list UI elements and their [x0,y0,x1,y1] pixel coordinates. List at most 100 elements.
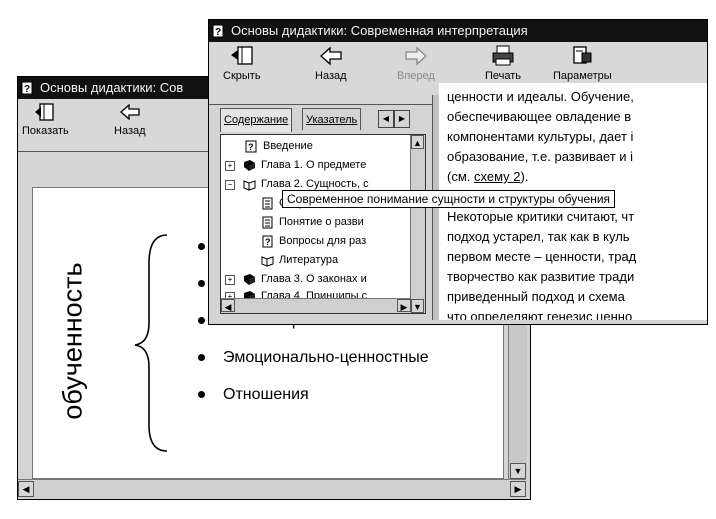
tab-scroll-right-button[interactable]: ▶ [394,110,410,128]
tree-horizontal-scrollbar[interactable]: ◀ ▶ [221,298,411,313]
tab-index[interactable]: Указатель [302,108,362,130]
svg-text:?: ? [248,142,254,152]
forward-arrow-icon [405,46,427,66]
options-label: Параметры [553,70,612,82]
tree-item-label: Вопросы для раз [279,235,367,247]
options-button[interactable]: Параметры [553,44,612,82]
back-window-title: Основы дидактики: Сов [40,80,184,95]
tab-contents[interactable]: Содержание [220,108,293,132]
see-suffix: ). [520,169,529,184]
tree-item-label: Глава 2. Сущность, с [261,178,369,190]
options-icon [573,46,592,64]
collapse-icon[interactable]: − [225,180,235,190]
tree-item-label: Литература [279,254,339,266]
tree-item-tooltip: Современное понимание сущности и структу… [282,190,616,208]
tree-item[interactable]: ? Вопросы для раз [221,232,411,251]
list-item: Эмоционально-ценностные [191,339,429,376]
svg-text:?: ? [265,237,271,247]
show-label: Показать [22,125,69,137]
back-arrow-icon [319,46,342,66]
open-book-icon [261,256,274,267]
show-button[interactable]: Показать [22,101,69,137]
scroll-left-button[interactable]: ◀ [18,481,34,497]
curly-brace [134,234,168,452]
bullet-dot [198,243,205,250]
text-line: компонентами культуры, дает і [447,129,634,144]
tree-item[interactable]: Понятие о разви [221,213,411,232]
back-nav-button[interactable]: Назад [315,44,347,82]
tree-item-label: Глава 1. О предмете [261,159,367,171]
scroll-left-button[interactable]: ◀ [221,299,235,312]
text-line-with-link: (см. схему 2). [447,169,528,184]
hide-icon [230,46,253,65]
contents-tree: ? Введение + Глава 1. О предмете − Глава… [220,134,426,314]
back-horizontal-scrollbar[interactable]: ◀ ▶ [18,479,526,498]
forward-button[interactable]: Вперед [397,44,435,82]
tree-item-label: Понятие о разви [279,216,364,228]
navigation-pane: Содержание Указатель ◀ ▶ ? Введение + [216,108,430,320]
text-line: что определяют генезис ценно [447,309,633,320]
bullet-dot [198,354,205,361]
bullet-text: Отношения [223,386,309,403]
closed-book-icon [244,160,255,171]
text-line: первом месте – ценности, трад [447,249,637,264]
list-item: Отношения [191,376,429,413]
bullet-dot [198,391,205,398]
text-line: подход устарел, так как в куль [447,229,630,244]
front-window-titlebar[interactable]: ? Основы дидактики: Современная интерпре… [209,20,707,42]
svg-text:?: ? [24,84,30,95]
tree-item[interactable]: + Глава 1. О предмете [221,156,411,175]
tree-item-label: Глава 3. О законах и [261,273,367,285]
back-nav-button[interactable]: Назад [114,101,146,137]
see-prefix: (см. [447,169,474,184]
printer-icon [492,45,514,66]
text-line: Некоторые критики считают, чт [447,209,635,224]
list-item [191,265,429,302]
forward-label: Вперед [397,70,435,82]
svg-text:?: ? [215,27,221,38]
help-book-icon: ? [21,81,33,95]
print-label: Печать [485,70,522,82]
tree-item[interactable]: + Глава 3. О законах и [221,270,411,289]
expand-icon[interactable]: + [225,161,235,171]
list-item [191,228,429,265]
text-line: приведенный подход и схема [447,289,625,304]
expand-icon[interactable]: + [225,275,235,285]
text-line: ценности и идеалы. Обучение, [447,89,634,104]
help-topic-icon: ? [245,140,257,153]
tab-index-label: Указатель [306,114,358,126]
tree-item-label: Введение [263,140,313,152]
back-nav-label: Назад [114,125,146,137]
open-book-icon [243,180,256,191]
hide-label: Скрыть [223,70,261,82]
text-line: образование, т.е. развивает и і [447,149,634,164]
scroll-down-button[interactable]: ▼ [411,299,424,313]
show-icon [35,103,55,121]
tree-item[interactable]: − Глава 2. Сущность, с [221,175,411,194]
bullet-text: Эмоционально-ценностные [223,349,429,366]
tree-item[interactable]: ? Введение [221,137,411,156]
scheme-2-link[interactable]: схему 2 [474,169,521,184]
tab-scroll-left-button[interactable]: ◀ [378,110,394,128]
scroll-down-button[interactable]: ▼ [510,463,526,479]
closed-book-icon [244,274,255,285]
front-window-title: Основы дидактики: Современная интерпрета… [231,23,528,38]
page-icon [262,197,273,210]
scroll-right-button[interactable]: ▶ [397,299,411,312]
vertical-heading: обученность [33,216,113,466]
scroll-right-button[interactable]: ▶ [510,481,526,497]
hide-button[interactable]: Скрыть [223,44,261,82]
back-nav-label: Назад [315,70,347,82]
tab-contents-label: Содержание [224,114,289,126]
tree-vertical-scrollbar[interactable]: ▲ ▼ [410,135,425,313]
help-book-icon: ? [212,24,224,38]
vertical-word: обученность [57,262,88,420]
scroll-up-button[interactable]: ▲ [411,135,424,149]
text-line: обеспечивающее овладение в [447,109,632,124]
bullet-dot [198,317,205,324]
help-topic-icon: ? [262,235,273,248]
print-button[interactable]: Печать [485,44,521,82]
text-line: творчество как развитие тради [447,269,635,284]
front-help-window: ? Основы дидактики: Современная интерпре… [208,19,708,325]
tree-item[interactable]: Литература [221,251,411,270]
